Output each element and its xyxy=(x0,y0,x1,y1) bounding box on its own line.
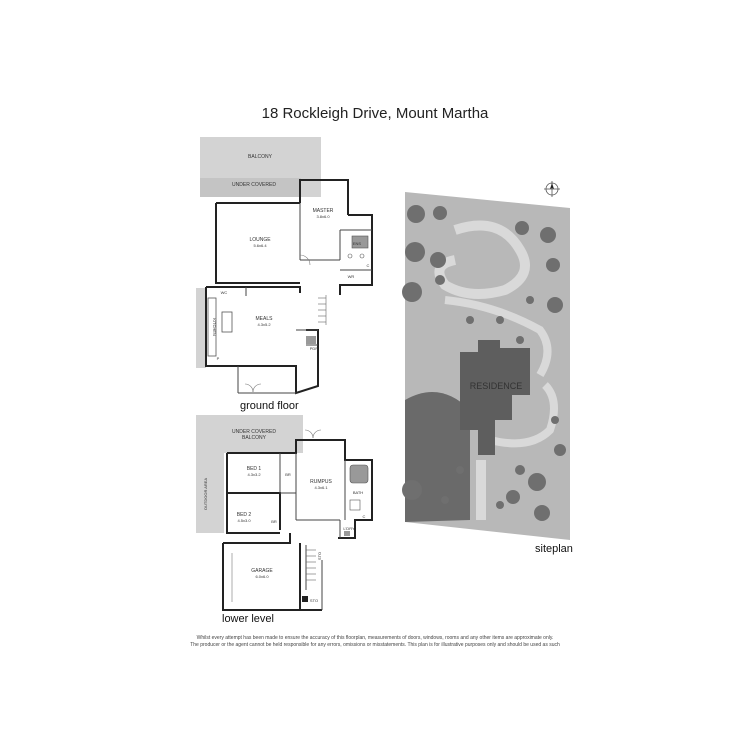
bed1-dim: 4.3x3.2 xyxy=(247,472,261,477)
pdr-label: PDR xyxy=(310,346,319,351)
closet-label-master: C xyxy=(367,263,370,268)
rumpus-dim: 4.3x6.1 xyxy=(314,485,328,490)
laundry-label: L'DRY xyxy=(343,526,355,531)
master-label: MASTER xyxy=(313,208,334,214)
bed1-label: BED 1 xyxy=(247,466,262,472)
lower-balcony-label-1: UNDER COVERED xyxy=(232,429,276,435)
under-covered-area xyxy=(200,178,301,197)
lower-balcony-label-2: BALCONY xyxy=(242,435,267,441)
wr-label: WR xyxy=(348,274,355,279)
lower-level-label: lower level xyxy=(222,613,274,625)
garden-path-2 xyxy=(444,296,552,378)
balcony-label: BALCONY xyxy=(248,154,273,160)
kitchen-deck xyxy=(196,288,206,368)
compass-icon xyxy=(544,181,560,197)
wc-label: WC xyxy=(221,290,228,295)
rumpus-label: RUMPUS xyxy=(310,479,332,485)
br-label-2: BR xyxy=(271,519,277,524)
outdoor-area-label: OUTDOOR AREA xyxy=(203,478,208,511)
pantry-label: P xyxy=(217,356,220,361)
garden-path-3 xyxy=(489,382,558,448)
residence-label: RESIDENCE xyxy=(470,381,523,391)
bed2-dim: 4.5x3.0 xyxy=(237,518,251,523)
ground-floor-label: ground floor xyxy=(240,400,299,412)
storage-label-2: STO xyxy=(310,598,318,603)
disclaimer-line-1: Whilst every attempt has been made to en… xyxy=(196,635,554,641)
bed2-label: BED 2 xyxy=(237,512,252,518)
under-covered-label: UNDER COVERED xyxy=(232,182,276,188)
ens-label: ENS xyxy=(353,241,362,246)
siteplan-label: siteplan xyxy=(535,543,573,555)
lounge-label: LOUNGE xyxy=(249,237,271,243)
lounge-dim: 5.6x6.4 xyxy=(253,243,267,248)
kitchen-label: KITCHEN xyxy=(212,318,217,336)
garage-label: GARAGE xyxy=(251,568,273,574)
ground-floor-plan: BALCONY UNDER COVERED MASTER 3.8x6.0 ENS… xyxy=(196,137,373,395)
closet-label-lower: C xyxy=(363,514,366,519)
garage-dim: 6.0x6.0 xyxy=(255,574,269,579)
page-title: 18 Rockleigh Drive, Mount Martha xyxy=(261,105,489,122)
lower-level-plan: UNDER COVERED BALCONY BED 1 4.3x3.2 BR B… xyxy=(196,415,373,611)
lower-balcony-area xyxy=(196,415,303,453)
meals-dim: 4.3x5.2 xyxy=(257,322,271,327)
disclaimer-line-2: The producer or the agent cannot be held… xyxy=(190,642,560,648)
outdoor-area xyxy=(196,453,224,533)
front-path xyxy=(476,460,486,520)
master-dim: 3.8x6.0 xyxy=(316,214,330,219)
siteplan: RESIDENCE xyxy=(402,181,570,540)
tree-canopy xyxy=(402,205,566,521)
bath-label: BATH xyxy=(353,490,363,495)
storage-label-1: STO xyxy=(317,552,322,560)
meals-label: MEALS xyxy=(256,316,274,322)
disclaimer: Whilst every attempt has been made to en… xyxy=(0,635,750,649)
residence-footprint xyxy=(460,340,530,455)
br-label-1: BR xyxy=(285,472,291,477)
